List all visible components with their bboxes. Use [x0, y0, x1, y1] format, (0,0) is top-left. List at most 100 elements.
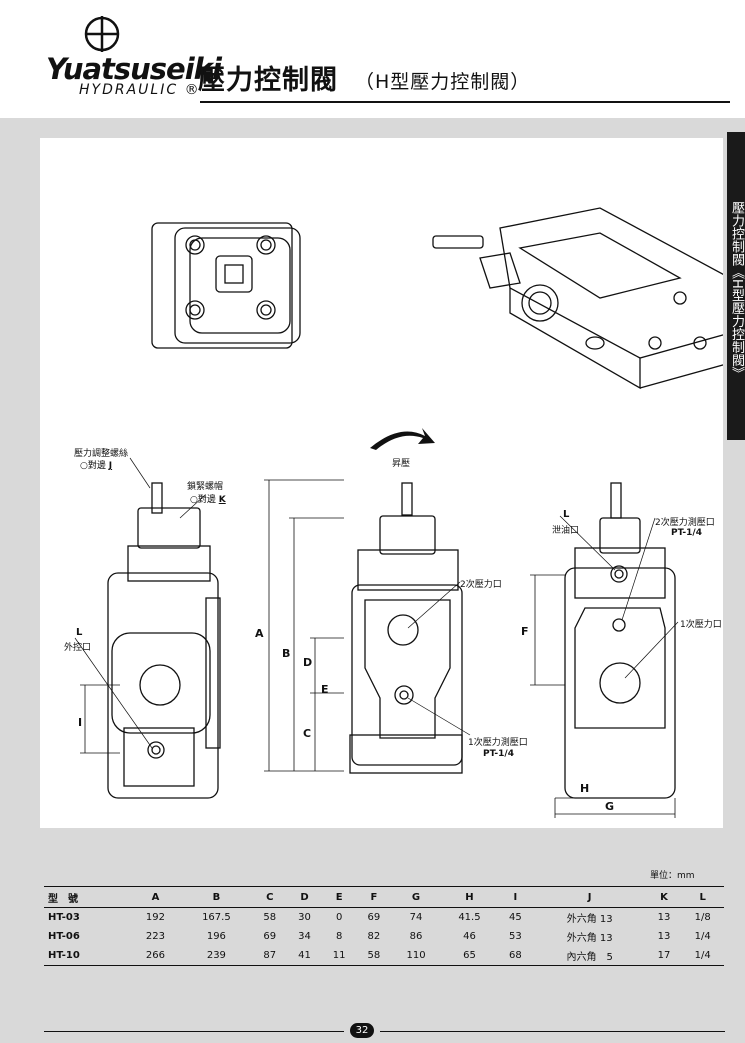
unit-label: 單位：mm: [650, 871, 695, 881]
cell: 86: [409, 931, 423, 942]
port2-label: 2次壓力口: [460, 580, 502, 590]
table-header-row: 型 號 A B C D E F G H I J K L: [44, 886, 724, 908]
cell: 192: [145, 912, 166, 923]
col-header: F: [356, 886, 392, 908]
top-view-drawing: [151, 222, 301, 349]
ext-pilot-label: 外控口: [64, 643, 92, 653]
technical-drawing: [74, 207, 723, 818]
cell: 53: [508, 931, 522, 942]
l-left-label: L: [76, 627, 83, 638]
lock-nut-k-label: ○對邊 K: [190, 495, 226, 505]
drain-label: 泄油口: [552, 526, 580, 536]
cell: 30: [298, 912, 311, 923]
col-header: E: [321, 886, 357, 908]
port2-gauge-label: 2次壓力測壓口: [655, 518, 715, 528]
brand-logo-icon: [84, 16, 120, 52]
cell: 196: [206, 931, 226, 942]
col-header: I: [498, 886, 533, 908]
dim-f-label: F: [521, 625, 529, 638]
cell: 17: [646, 946, 682, 966]
cell: 41: [287, 946, 322, 966]
cell: 239: [180, 946, 253, 966]
cell: 外六角 13: [566, 914, 613, 925]
table-row: HT-06 223 196 69 34 8 82 86 46 53 外六角 13 13 1/4: [44, 927, 724, 946]
col-header: D: [287, 886, 322, 908]
cell: 69: [367, 912, 381, 923]
spec-table: 型 號 A B C D E F G H I J K L HT-03 192 167.…: [44, 886, 724, 966]
left-view-drawing: [107, 482, 221, 799]
cell: 1/8: [694, 912, 711, 923]
cell: 8: [335, 931, 343, 942]
cell: 1/4: [694, 931, 711, 942]
col-header: 型 號: [44, 886, 131, 908]
footer-rule-left: [44, 1031, 344, 1032]
raise-arrow-icon: [370, 428, 435, 450]
adjust-screw-label: 壓力調整螺絲: [74, 449, 129, 459]
page-number: 32: [350, 1023, 374, 1038]
cell: 34: [298, 931, 311, 942]
col-header: J: [532, 886, 647, 908]
cell: 13: [657, 912, 671, 923]
cell: 58: [263, 912, 277, 923]
dim-d-label: D: [303, 656, 313, 669]
dim-i-label: I: [78, 716, 83, 729]
brand-name: Yuatsuseiki: [46, 52, 222, 86]
col-header: C: [252, 886, 288, 908]
k-label: K: [218, 495, 226, 505]
cell: 69: [263, 931, 277, 942]
cell: 110: [391, 946, 441, 966]
cell: 11: [321, 946, 357, 966]
cell: 13: [657, 931, 671, 942]
dim-c-label: C: [303, 727, 312, 740]
col-header: L: [681, 886, 724, 908]
l-right-label: L: [563, 509, 570, 520]
cell: 內六角 5: [532, 946, 647, 966]
cell: 65: [440, 946, 499, 966]
port1-label: 1次壓力口: [680, 620, 722, 630]
cell: 223: [145, 931, 166, 942]
cell: 46: [463, 931, 476, 942]
cell: 266: [130, 946, 181, 966]
cell: 82: [367, 931, 381, 942]
cell: HT-10: [44, 946, 131, 966]
col-header: G: [391, 886, 441, 908]
dim-g-label: G: [605, 800, 615, 813]
cell: 68: [498, 946, 533, 966]
j-label: J: [108, 461, 113, 471]
cell: 45: [508, 912, 522, 923]
col-header: H: [440, 886, 499, 908]
cell: 87: [252, 946, 288, 966]
side-tab: 壓力控制閥《H型壓力控制閥》: [727, 132, 745, 440]
cell: 41.5: [458, 912, 481, 923]
cell: 74: [409, 912, 423, 923]
cell: HT-06: [48, 931, 80, 942]
pt1-label: PT-1/4: [483, 749, 514, 759]
iso-view-drawing: [432, 207, 723, 390]
header-rule: [200, 101, 730, 103]
header: Yuatsuseiki HYDRAULIC ® 壓力控制閥 （H型壓力控制閥）: [0, 0, 745, 118]
cell: 167.5: [202, 912, 231, 923]
cell: 58: [356, 946, 392, 966]
port1-gauge-label: 1次壓力測壓口: [468, 738, 528, 748]
dim-b-label: B: [282, 647, 291, 660]
dim-e-label: E: [321, 683, 329, 696]
dim-a-label: A: [255, 627, 264, 640]
col-header: B: [180, 886, 253, 908]
col-header: K: [646, 886, 682, 908]
right-view-drawing: [564, 482, 676, 799]
dimension-lines: [80, 479, 676, 818]
center-view-drawing: [349, 482, 463, 774]
cell: 外六角 13: [566, 933, 613, 944]
adjust-screw-j-label: ○對邊 J: [80, 461, 113, 471]
col-header: A: [130, 886, 181, 908]
cell: 1/4: [681, 946, 724, 966]
lock-nut-label: 鎖緊螺帽: [187, 482, 224, 492]
table-row: HT-03 192 167.5 58 30 0 69 74 41.5 45 外六角 13 13 1/8: [44, 908, 724, 928]
pt2-label: PT-1/4: [671, 528, 702, 538]
footer-rule-right: [380, 1031, 725, 1032]
cell: HT-03: [48, 912, 80, 923]
cell: 0: [335, 912, 343, 923]
dim-h-label: H: [580, 782, 590, 795]
page-title: 壓力控制閥: [198, 65, 338, 96]
